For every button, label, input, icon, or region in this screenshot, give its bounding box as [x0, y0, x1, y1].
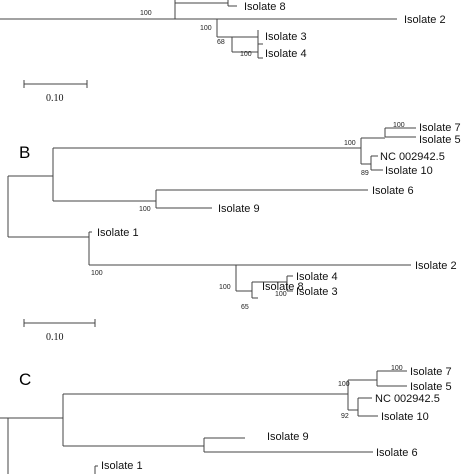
bootstrap-value: 100	[391, 365, 403, 372]
bootstrap-value: 92	[341, 413, 349, 420]
leaf-label: Isolate 6	[372, 185, 414, 197]
leaf-label: Isolate 8	[244, 1, 286, 13]
bootstrap-value: 100	[219, 284, 231, 291]
bootstrap-value: 100	[338, 381, 350, 388]
leaf-label: Isolate 7	[419, 122, 461, 134]
bootstrap-value: 100	[240, 51, 252, 58]
panel-a: Isolate 8 Isolate 2 Isolate 3 Isolate 4 …	[0, 0, 446, 104]
leaf-label: Isolate 3	[296, 286, 338, 298]
panel-a-subclade	[217, 36, 263, 59]
leaf-label: Isolate 4	[265, 48, 307, 60]
leaf-label: Isolate 1	[101, 460, 143, 472]
leaf-label: Isolate 2	[415, 260, 457, 272]
bootstrap-value: 100	[200, 25, 212, 32]
leaf-label: Isolate 8	[262, 281, 304, 293]
bootstrap-value: 100	[393, 122, 405, 129]
scale-bar: 0.10	[23, 80, 88, 104]
scale-bar-label: 0.10	[46, 332, 64, 343]
panel-b-branches	[7, 127, 416, 299]
leaf-label: Isolate 5	[419, 134, 461, 146]
leaf-label: Isolate 4	[296, 271, 338, 283]
leaf-label: Isolate 6	[376, 447, 418, 459]
bootstrap-value: 100	[139, 206, 151, 213]
leaf-label: Isolate 9	[267, 431, 309, 443]
bootstrap-value: 89	[361, 170, 369, 177]
bootstrap-value: 100	[91, 270, 103, 277]
leaf-label: NC 002942.5	[380, 151, 445, 163]
panel-a-branches	[0, 0, 397, 52]
scale-bar: 0.10	[23, 319, 96, 343]
scale-bar-label: 0.10	[46, 93, 64, 104]
bootstrap-value: 65	[241, 304, 249, 311]
panel-c: C Isolate 7 Isolate 5 NC 002942.5 Isolat…	[0, 365, 452, 474]
panel-label: B	[19, 143, 30, 162]
bootstrap-value: 100	[344, 140, 356, 147]
leaf-label: Isolate 5	[410, 381, 452, 393]
leaf-label: Isolate 1	[97, 227, 139, 239]
bootstrap-value: 100	[275, 291, 287, 298]
panel-c-branches	[0, 370, 407, 474]
leaf-label: Isolate 9	[218, 203, 260, 215]
leaf-label: Isolate 2	[404, 14, 446, 26]
leaf-label: NC 002942.5	[375, 393, 440, 405]
leaf-label: Isolate 7	[410, 366, 452, 378]
panel-label: C	[19, 370, 31, 389]
bootstrap-value: 100	[140, 10, 152, 17]
leaf-label: Isolate 10	[381, 411, 429, 423]
panel-b: B Isolate 7 Isolate 5 NC 002942.5 Isolat…	[7, 122, 461, 343]
leaf-label: Isolate 3	[265, 31, 307, 43]
bootstrap-value: 68	[217, 39, 225, 46]
leaf-label: Isolate 10	[385, 165, 433, 177]
